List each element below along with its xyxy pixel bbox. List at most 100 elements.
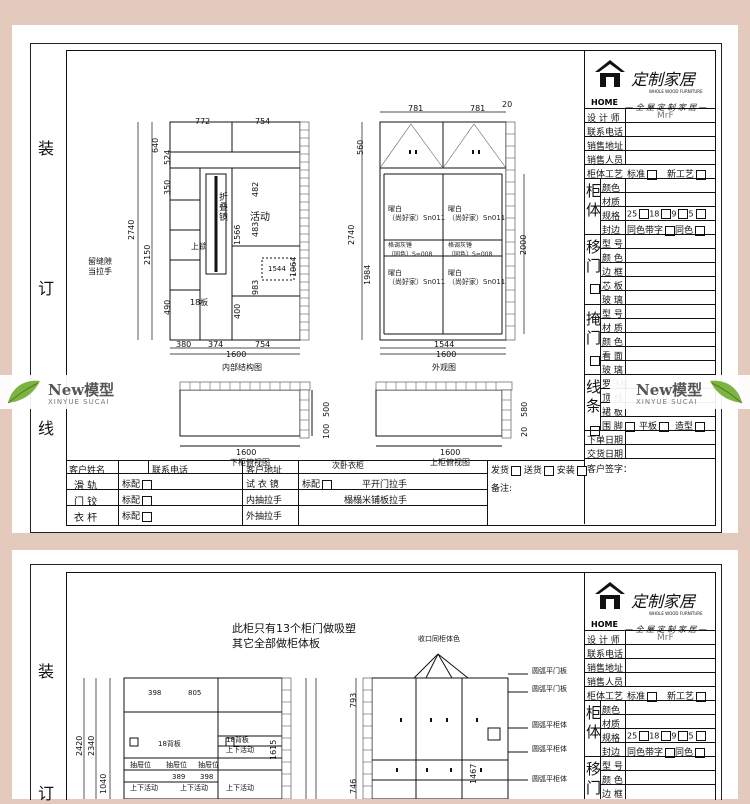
logo-home-text: HOME: [591, 98, 618, 107]
dim-outer-right: 2000: [519, 234, 528, 255]
house-logo-icon: [595, 582, 625, 609]
drawing2-dim-793: 793: [349, 692, 358, 708]
checkbox[interactable]: [590, 355, 600, 366]
checkbox[interactable]: [647, 169, 658, 180]
dim-1964: 1964: [289, 256, 298, 277]
dim-inner-top-2: 754: [255, 117, 271, 126]
edge-options[interactable]: 同色带字同色: [627, 745, 706, 758]
drawing2-movable: 上下活动: [226, 784, 254, 792]
binding-mark: 装: [38, 662, 55, 681]
door-panel-label: 曜白 （尚好家）Sn011: [388, 269, 446, 286]
sales-row: 销售人员: [587, 156, 624, 166]
drawing2-movable: 上下活动: [130, 784, 158, 792]
hinge-option[interactable]: 标配: [122, 493, 153, 506]
craft-label: 柜体工艺: [587, 170, 624, 180]
dim-1566: 1566: [233, 224, 242, 245]
company-logo: HOME 定制家居 WHOLE WOOD FURNITURE — 全 屋 定 制…: [587, 54, 713, 132]
drawing-sheet-2: 装 订 HOME 定制家居 WHOLE WOOD FURNITURE — 全 屋…: [12, 550, 738, 803]
craft-new[interactable]: 新工艺: [667, 167, 707, 180]
edge-options[interactable]: 同色带字同色: [627, 223, 706, 236]
craft-label: 柜体工艺: [587, 692, 624, 702]
address-row: 销售地址: [587, 664, 624, 674]
dim-outer-2740: 2740: [347, 224, 356, 245]
dim-plan-20: 20: [520, 426, 529, 437]
dim-640: 640: [151, 137, 160, 153]
cabinet-material: 材质: [602, 198, 621, 208]
dim-483: 483: [251, 221, 260, 237]
trim-base: 围 脚: [602, 419, 635, 432]
dim-outer-top-2: 781: [470, 104, 486, 113]
cabinet-drawing-1: [137, 111, 525, 447]
swing-material: 材 质: [602, 324, 623, 334]
dim-524: 524: [163, 149, 172, 165]
drawing2-dim-1615: 1615: [269, 739, 278, 760]
dim-outer-top-20: 20: [502, 100, 513, 109]
watermark-subtitle: XINYUE SUCAI: [48, 398, 110, 406]
designer-label: 设 计 师: [587, 114, 620, 124]
brand-slogan: — 全 屋 定 制 家 居 —: [625, 625, 707, 634]
drawing2-movable: 上下活动: [226, 746, 254, 754]
caption-room: 次卧衣柜: [332, 461, 364, 470]
rail-label: 滑 轨: [74, 481, 98, 492]
dim-bottom-380: 380: [176, 340, 192, 349]
door-panel-label: 格调灰锤 （同色）S=008: [448, 242, 493, 258]
sliding-color: 颜 色: [602, 776, 623, 786]
dim-outer-top-1: 781: [408, 104, 424, 113]
rod-option[interactable]: 标配: [122, 509, 153, 522]
dim-plan-580: 580: [520, 401, 529, 417]
delivery-date: 交货日期: [587, 450, 624, 460]
checkbox[interactable]: [696, 169, 707, 180]
craft-standard[interactable]: 标准: [627, 689, 658, 702]
cabinet-material: 材质: [602, 720, 621, 730]
drawing2-note-2: 其它全部做柜体板: [232, 637, 320, 650]
caption-lower-plan: 下柜俯视图: [230, 458, 270, 467]
swing-model: 型 号: [602, 310, 623, 320]
sliding-frame: 边 框: [602, 268, 623, 278]
dim-plan-100: 100: [322, 423, 331, 439]
dim-350: 350: [163, 179, 172, 195]
remark-label: 备注:: [491, 484, 513, 494]
designer-value: MrF: [657, 633, 674, 643]
craft-new[interactable]: 新工艺: [667, 689, 707, 702]
drawing2-back-panel: 18背板: [158, 740, 181, 748]
dim-2150: 2150: [143, 244, 152, 265]
drawing2-dim-2420: 2420: [75, 735, 84, 756]
trim-shaped[interactable]: 造型: [675, 419, 706, 432]
drawing2-dim-1467: 1467: [469, 763, 478, 784]
rail-option[interactable]: 标配: [122, 477, 153, 490]
designer-label: 设 计 师: [587, 636, 620, 646]
dim-outer-bottom: 1544: [434, 340, 455, 349]
label-gap-pull: 留缝隙 当拉手: [88, 257, 112, 276]
customer-phone-label: 联系电话: [152, 466, 189, 476]
swing-door-group: 掩门: [586, 310, 602, 347]
door-panel-label: 格调灰锤 （同色）S=008: [388, 242, 433, 258]
title-block: HOME 定制家居 WHOLE WOOD FURNITURE — 全 屋 定 制…: [584, 50, 715, 524]
mirror-label: 试 衣 镜: [246, 480, 279, 490]
checkbox[interactable]: [590, 283, 600, 294]
cabinet-drawing-2: [83, 653, 528, 799]
label-fold-mirror: 折 叠 镜: [219, 193, 229, 223]
rod-label: 衣 杆: [74, 513, 98, 524]
cabinet-edge: 封边: [602, 748, 621, 758]
drawing2-dim-2340: 2340: [87, 735, 96, 756]
swing-color: 颜 色: [602, 338, 623, 348]
dim-bottom-754: 754: [255, 340, 271, 349]
customer-signature: 客户签字：: [587, 465, 633, 475]
binding-mark: 线: [38, 419, 55, 438]
drawing2-dim-746: 746: [349, 778, 358, 794]
dim-plan-500: 500: [322, 401, 331, 417]
shipping-options[interactable]: 发货 送货 安装: [491, 463, 587, 476]
trim-flat[interactable]: 平板: [639, 419, 670, 432]
drawing2-right-label: 圆弧平柜体: [532, 745, 567, 753]
trim-skirt: 裙 板: [602, 408, 623, 418]
watermark-left: New模型 XINYUE SUCAI: [0, 375, 140, 409]
craft-standard[interactable]: 标准: [627, 167, 658, 180]
cabinet-color: 颜色: [602, 706, 621, 716]
mirror-option[interactable]: 标配: [302, 477, 333, 490]
drawing2-drawer: 抽屉位: [130, 761, 151, 769]
dim-upper-width: 1600: [440, 448, 461, 457]
door-panel-label: 曜白 （尚好家）Sn011: [388, 205, 446, 222]
brand-subtitle: WHOLE WOOD FURNITURE: [649, 89, 703, 94]
